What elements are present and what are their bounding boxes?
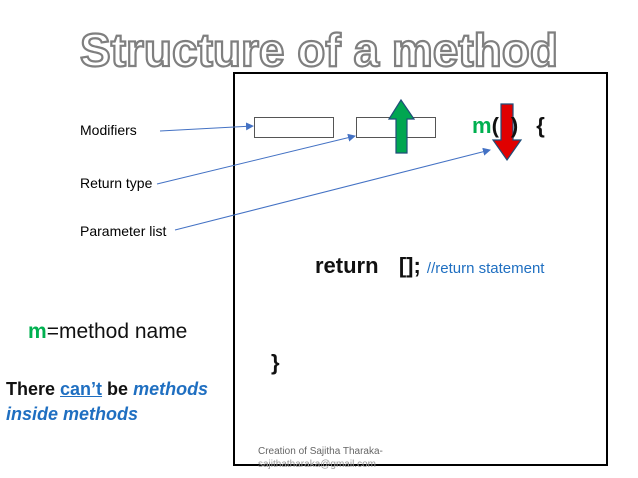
footer-line-2: sajithatharaka@gmail.com	[258, 459, 376, 470]
return-value: [];	[398, 253, 421, 278]
note-line-1: There can’t be methods	[6, 377, 208, 402]
note-line-2: inside methods	[6, 404, 139, 424]
footer-credit: Creation of Sajitha Tharaka- sajithathar…	[258, 445, 383, 471]
modifiers-box	[254, 117, 334, 138]
legend-m: m	[28, 320, 47, 343]
footer-line-1: Creation of Sajitha Tharaka-	[258, 446, 383, 457]
page-title: Structure of a method	[80, 24, 558, 76]
parameter-list-pointer	[174, 147, 491, 231]
method-frame	[233, 72, 608, 466]
parameter-list-label: Parameter list	[80, 223, 167, 239]
modifiers-pointer	[159, 122, 254, 132]
close-brace: }	[271, 350, 280, 375]
legend-text: =method name	[46, 320, 188, 343]
return-statement: return []; //return statement	[315, 253, 544, 279]
return-keyword: return	[315, 253, 379, 278]
open-brace: {	[536, 113, 545, 138]
return-comment: //return statement	[426, 260, 545, 277]
method-name-letter: m	[472, 113, 492, 138]
close-paren: )	[510, 113, 519, 138]
method-name-legend: m=method name	[28, 320, 187, 344]
note-part2: be	[102, 379, 134, 399]
note-methods: methods	[133, 379, 209, 399]
return-type-pointer	[156, 133, 356, 185]
return-type-label: Return type	[80, 175, 153, 191]
title-graphic: Structure of a method	[79, 23, 559, 77]
modifiers-label: Modifiers	[80, 122, 137, 138]
note: There can’t be methods inside methods	[6, 377, 208, 427]
down-arrow-icon	[491, 103, 523, 162]
note-cant: can’t	[60, 379, 103, 399]
method-signature: m() {	[472, 113, 545, 139]
open-paren: (	[491, 113, 499, 138]
note-part1: There	[6, 379, 61, 399]
up-arrow-icon	[387, 98, 416, 154]
